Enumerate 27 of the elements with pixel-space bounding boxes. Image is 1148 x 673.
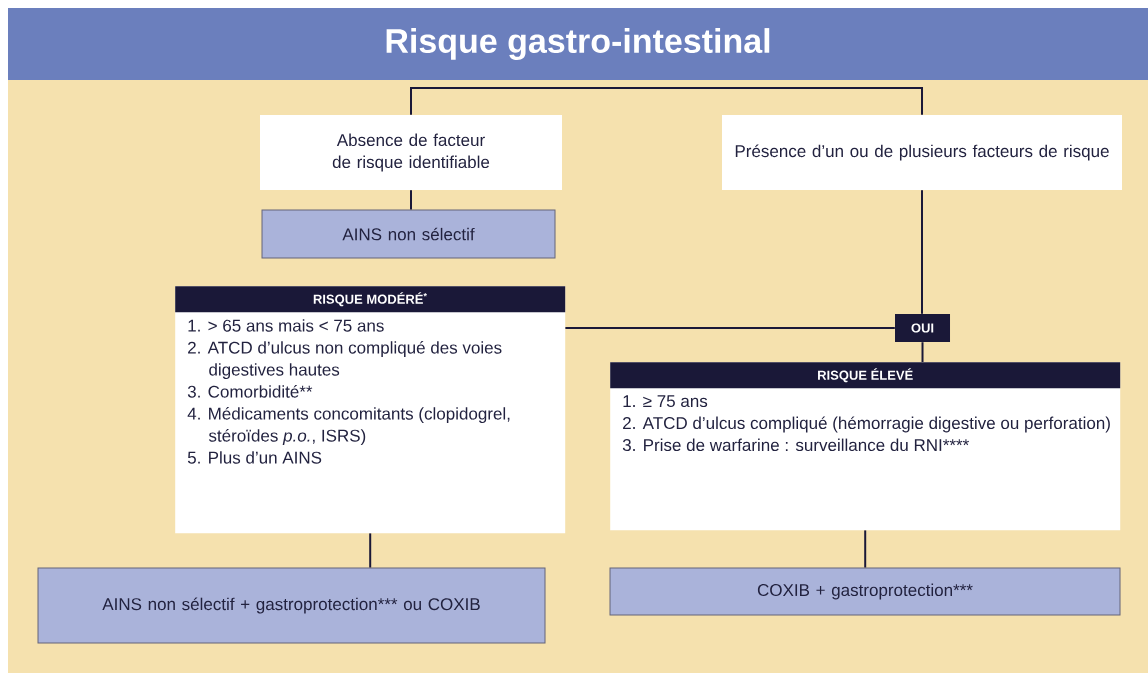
list-item: 2. ATCD d’ulcus non compliqué des voies digestives hautes [188, 341, 502, 380]
risk-panel [175, 286, 566, 534]
list-item: 2. ATCD d’ulcus compliqué (hémorragie digestive ou perforation) [623, 416, 1110, 433]
list-item: 1. > 65 ans mais < 75 ans [188, 319, 384, 332]
connector-line [921, 341, 924, 363]
list-item: 5. Plus d’un AINS [187, 451, 322, 464]
treatment-box: AINS non sélectif + gastroprotection*** ou COXIB [37, 567, 546, 644]
list-item: 3. Prise de warfarine : surveillance du RNI**** [622, 438, 969, 452]
decision-box: Absence de facteur de risque identifiable [260, 115, 562, 190]
connector-line [369, 532, 372, 569]
connector-line [864, 529, 867, 569]
connector-line [410, 87, 667, 116]
connector-line [564, 327, 896, 329]
risk-panel [610, 362, 1121, 531]
answer-box: OUI [895, 314, 950, 342]
connector-line [921, 189, 923, 315]
decision-box: Présence d’un ou de plusieurs facteurs de risque [722, 115, 1122, 190]
panel-heading: RISQUE ÉLEVÉ [818, 368, 913, 383]
list-item: 1. ≥ 75 ans [623, 395, 708, 408]
treatment-box: COXIB + gastroprotection*** [609, 567, 1121, 616]
treatment-box: AINS non sélectif [261, 209, 556, 259]
panel-heading: RISQUE MODÉRÉ$^{*}$ [313, 292, 427, 307]
list-item: 4. Médicaments concomitants (clopidogrel, stéroïdes p.o., ISRS) [187, 407, 510, 446]
title-band: Risque gastro-intestinal [8, 8, 1148, 80]
connector-line [665, 87, 923, 116]
connector-line [410, 189, 412, 211]
list-item: 3. Comorbidité** [187, 385, 313, 398]
